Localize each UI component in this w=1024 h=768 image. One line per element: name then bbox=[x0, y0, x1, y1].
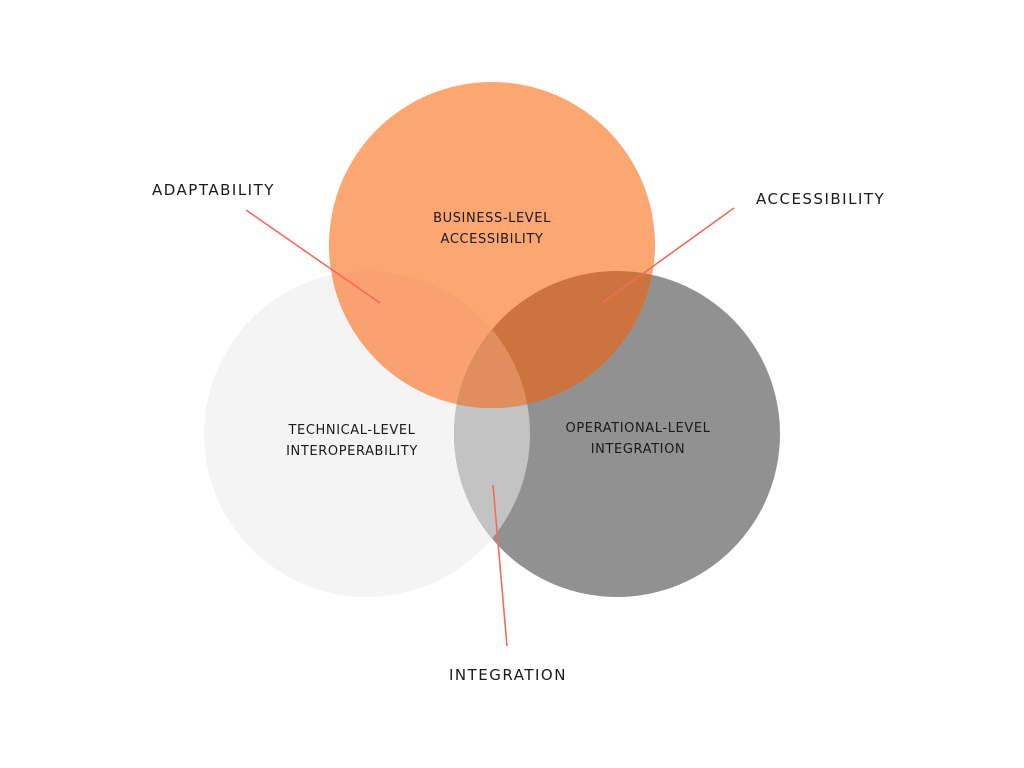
business-level-label: BUSINESS-LEVEL ACCESSIBILITY bbox=[433, 208, 551, 250]
accessibility-leader-line bbox=[601, 207, 735, 304]
technical-level-label-line2: INTEROPERABILITY bbox=[286, 444, 418, 459]
adaptability-callout: ADAPTABILITY bbox=[152, 181, 275, 199]
integration-callout: INTEGRATION bbox=[449, 666, 567, 684]
technical-level-label: TECHNICAL-LEVEL INTEROPERABILITY bbox=[286, 420, 418, 462]
adaptability-leader-line bbox=[245, 209, 381, 304]
business-level-label-line2: ACCESSIBILITY bbox=[440, 232, 544, 247]
operational-level-label-line1: OPERATIONAL-LEVEL bbox=[565, 421, 711, 436]
operational-level-label: OPERATIONAL-LEVEL INTEGRATION bbox=[565, 418, 710, 460]
operational-level-label-line2: INTEGRATION bbox=[590, 442, 686, 457]
integration-leader-line bbox=[492, 484, 508, 647]
business-technical-overlap bbox=[329, 271, 530, 408]
business-operational-overlap bbox=[454, 271, 655, 408]
technical-level-label-line1: TECHNICAL-LEVEL bbox=[288, 423, 416, 438]
accessibility-callout: ACCESSIBILITY bbox=[756, 190, 886, 208]
business-level-label-line1: BUSINESS-LEVEL bbox=[433, 211, 551, 226]
